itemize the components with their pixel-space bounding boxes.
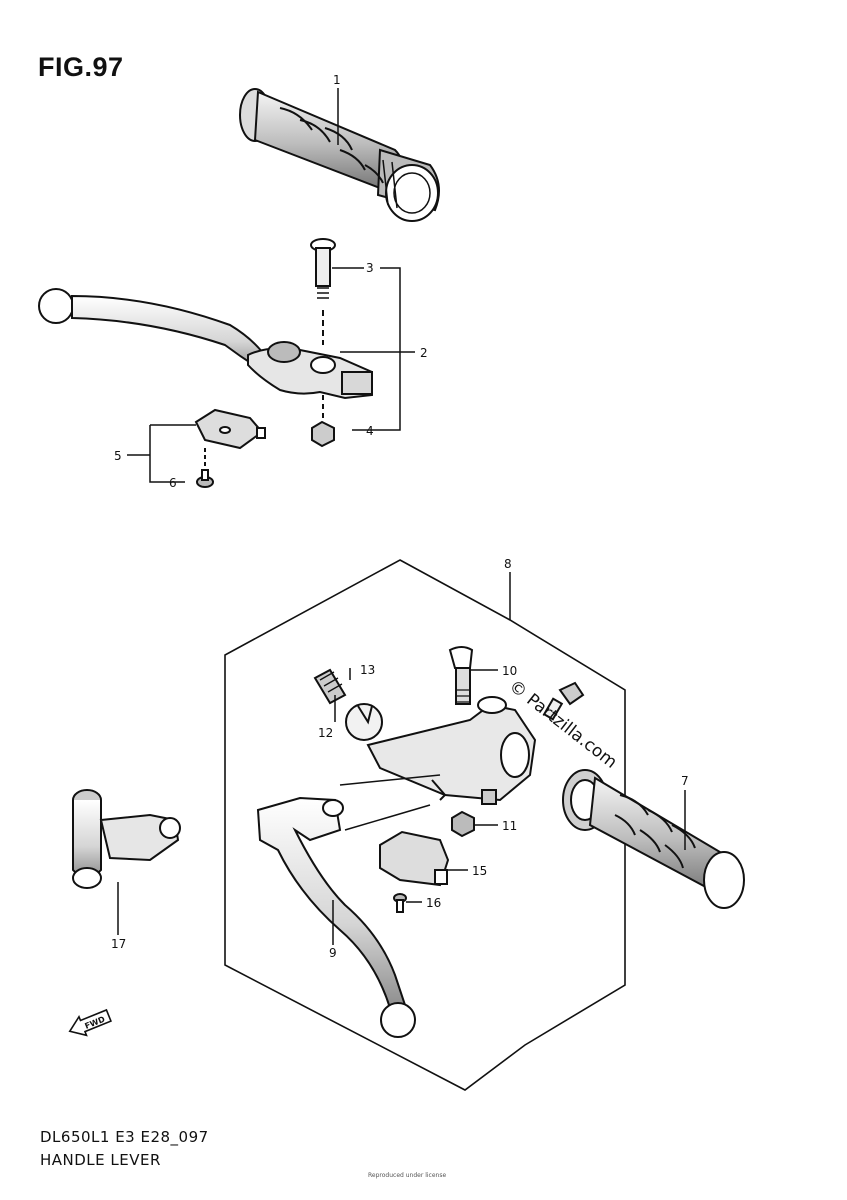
figure-code: DL650L1 E3 E28_097 — [40, 1128, 209, 1146]
callout-4: 4 — [366, 424, 374, 438]
callout-labels: 1 3 2 4 5 6 8 13 10 12 7 11 15 16 17 9 — [111, 73, 689, 960]
callout-11: 11 — [502, 819, 517, 833]
nut-4-icon — [311, 395, 335, 448]
mirror-bolt-icon — [542, 681, 585, 721]
callout-13: 13 — [360, 663, 375, 677]
pivot-bolt-3-icon — [310, 238, 336, 345]
figure-title: FIG.97 — [38, 52, 124, 82]
callout-lines-upper — [127, 88, 415, 483]
grip-7-icon — [562, 769, 745, 909]
assembly-8-outline — [224, 559, 626, 1091]
callout-12: 12 — [318, 726, 333, 740]
callout-6: 6 — [169, 476, 177, 490]
callout-15: 15 — [472, 864, 487, 878]
clutch-lever-9-icon — [256, 796, 416, 1038]
callout-2: 2 — [420, 346, 428, 360]
callout-lines-lower — [117, 668, 686, 945]
copyright-note: Reproduced under license — [368, 1172, 447, 1179]
callout-7: 7 — [681, 774, 689, 788]
callout-8: 8 — [504, 557, 512, 571]
callout-17: 17 — [111, 937, 126, 951]
cap-13-icon — [345, 703, 383, 741]
figure-name: HANDLE LEVER — [40, 1151, 161, 1169]
nut-11-icon — [451, 810, 475, 838]
brake-lever-2-icon — [38, 288, 373, 400]
screw-16-icon — [393, 893, 407, 913]
callout-16: 16 — [426, 896, 441, 910]
grip-1-icon — [239, 88, 440, 222]
adjuster-12-icon — [313, 668, 347, 705]
fwd-arrow-icon: FWD — [68, 1008, 112, 1037]
lever-holder-icon — [366, 696, 537, 805]
clutch-switch-17-icon — [72, 789, 181, 889]
switch-5-icon — [194, 408, 266, 450]
switch-15-icon — [379, 830, 450, 887]
callout-1: 1 — [333, 73, 341, 87]
pivot-bolt-10-icon — [448, 646, 474, 705]
callout-9: 9 — [329, 946, 337, 960]
callout-10: 10 — [502, 664, 517, 678]
callout-5: 5 — [114, 449, 122, 463]
callout-3: 3 — [366, 261, 374, 275]
screw-6-icon — [196, 448, 214, 488]
